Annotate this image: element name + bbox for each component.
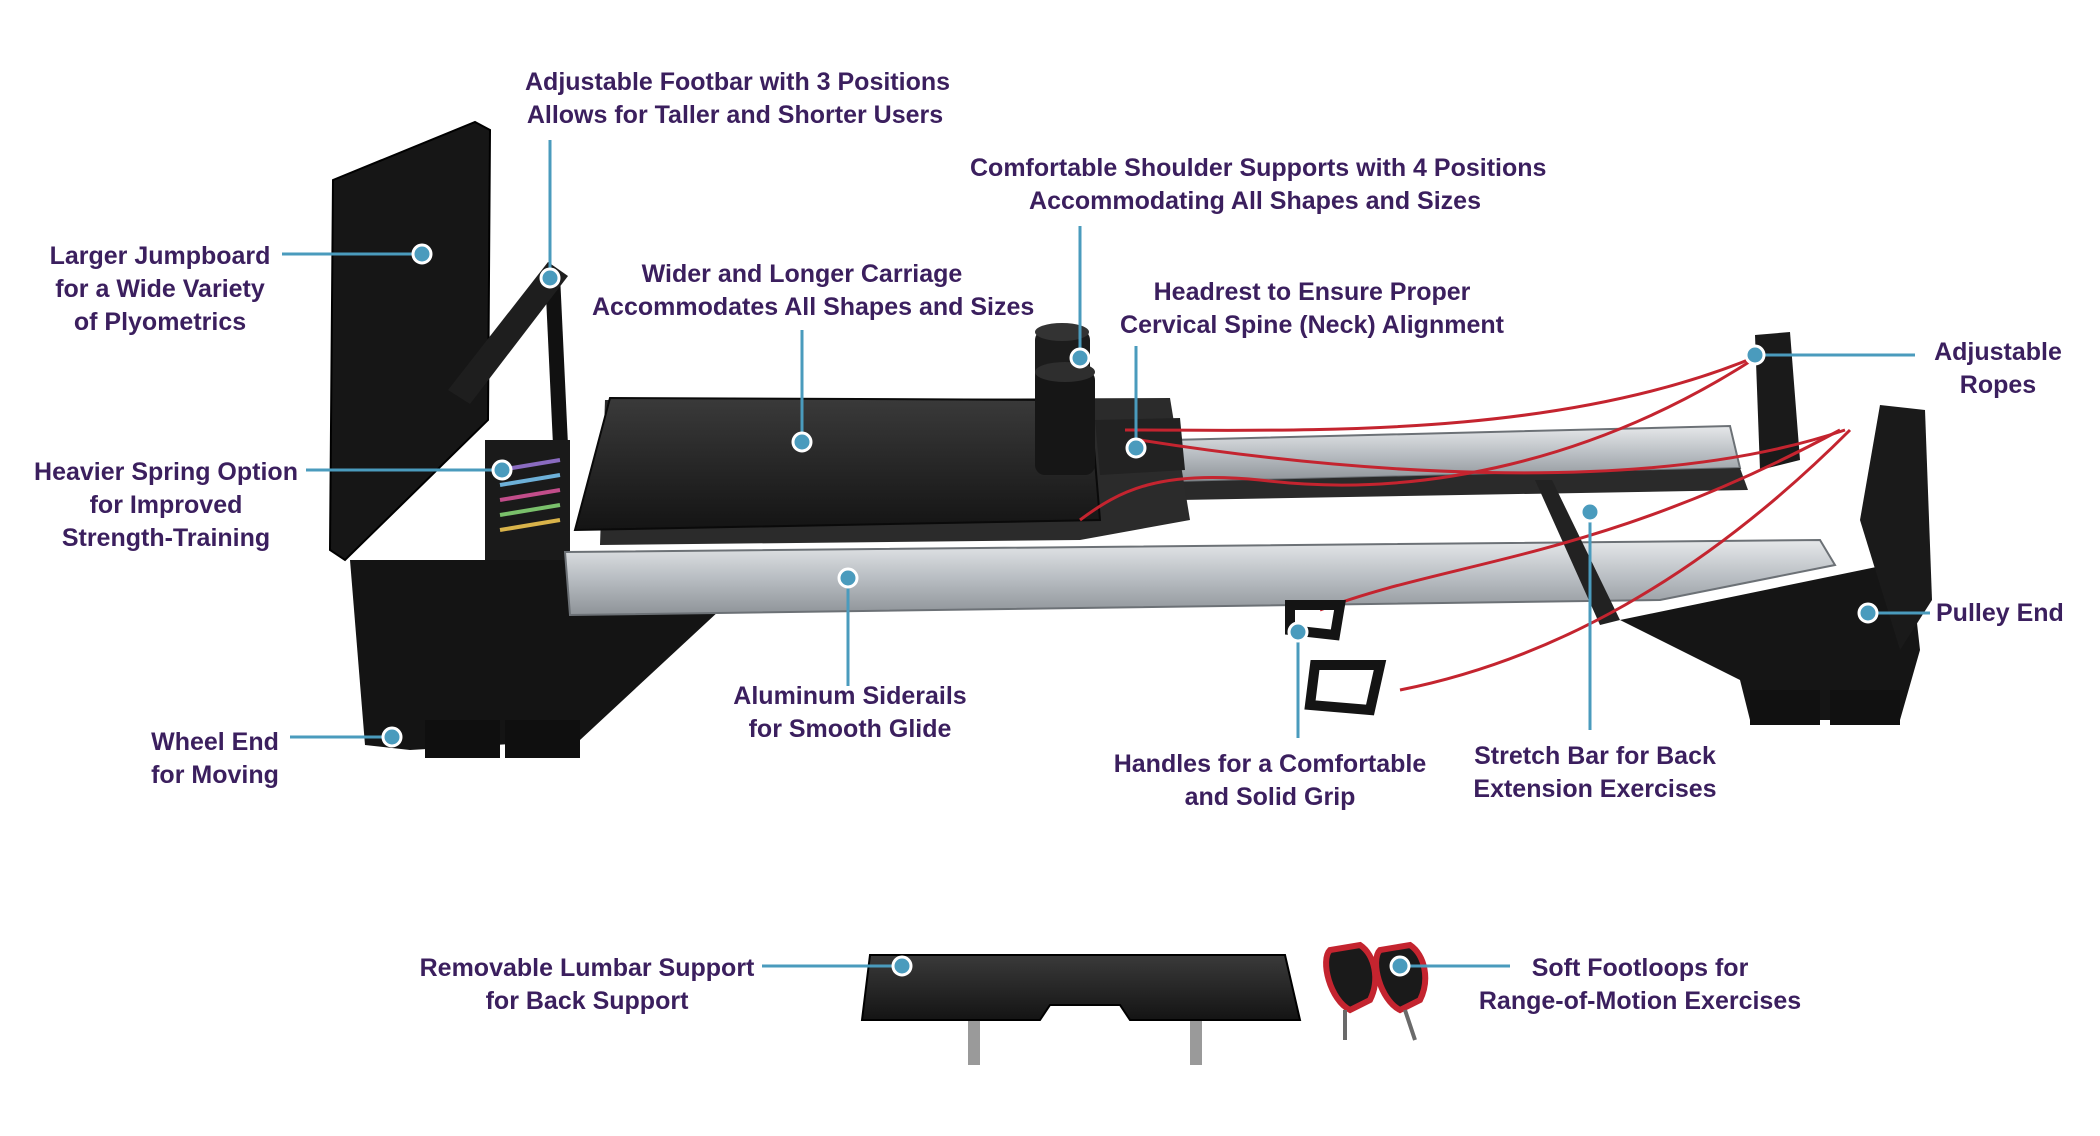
label-line: Ropes xyxy=(1959,371,2037,399)
pulley-end-block xyxy=(1620,560,1920,720)
pulley-foot-right xyxy=(1830,690,1900,725)
label-jumpboard: Larger Jumpboard for a Wide Variety of P… xyxy=(40,240,280,339)
shoulder-block-near xyxy=(1035,370,1095,475)
label-wheel-end: Wheel End for Moving xyxy=(130,726,300,792)
label-line: Pulley End xyxy=(1936,599,2064,627)
far-frame xyxy=(1172,468,1748,500)
label-line: Stretch Bar for Back xyxy=(1474,742,1716,770)
label-line: of Plyometrics xyxy=(73,308,247,336)
label-line: Adjustable Footbar with 3 Positions xyxy=(525,68,951,96)
label-line: Larger Jumpboard xyxy=(49,242,271,270)
dot-shoulder xyxy=(1069,347,1091,369)
label-line: Headrest to Ensure Proper xyxy=(1153,278,1471,306)
label-line: Heavier Spring Option xyxy=(34,458,298,486)
label-line: Aluminum Siderails xyxy=(733,682,967,710)
label-line: Cervical Spine (Neck) Alignment xyxy=(1120,311,1504,339)
dot-lumbar xyxy=(891,955,913,977)
label-handles: Handles for a Comfortable and Solid Grip xyxy=(1080,748,1460,814)
dot-footloops xyxy=(1389,955,1411,977)
label-line: Accommodates All Shapes and Sizes xyxy=(592,293,1035,321)
reformer-machine xyxy=(328,120,1932,758)
footbar-post xyxy=(545,275,568,445)
dot-siderails xyxy=(837,567,859,589)
ropes xyxy=(1079,353,1852,692)
dot-handles xyxy=(1287,621,1309,643)
label-ropes: Adjustable Ropes xyxy=(1918,336,2078,402)
label-line: Wheel End xyxy=(151,728,279,756)
pulley-upright-near xyxy=(1860,405,1932,650)
dot-footbar xyxy=(539,267,561,289)
label-stretch-bar: Stretch Bar for Back Extension Exercises xyxy=(1460,740,1730,806)
label-line: for a Wide Variety xyxy=(55,275,265,303)
label-siderails: Aluminum Siderails for Smooth Glide xyxy=(700,680,1000,746)
label-line: and Solid Grip xyxy=(1184,783,1356,811)
dot-jumpboard xyxy=(411,243,433,265)
label-line: Accommodating All Shapes and Sizes xyxy=(1029,187,1481,215)
footloops xyxy=(1323,941,1429,1041)
label-carriage: Wider and Longer Carriage Accommodates A… xyxy=(592,258,1035,324)
label-line: Extension Exercises xyxy=(1473,775,1717,803)
label-footbar: Adjustable Footbar with 3 Positions Allo… xyxy=(525,66,951,132)
pulley-foot-left xyxy=(1750,690,1820,725)
label-line: Range-of-Motion Exercises xyxy=(1478,987,1802,1015)
label-line: Wider and Longer Carriage xyxy=(641,260,963,288)
wheel-foot-left xyxy=(425,720,500,758)
label-spring: Heavier Spring Option for Improved Stren… xyxy=(30,456,302,555)
label-line: for Smooth Glide xyxy=(748,715,952,743)
label-line: Soft Footloops for xyxy=(1531,954,1749,982)
label-line: Comfortable Shoulder Supports with 4 Pos… xyxy=(970,154,1547,182)
dot-headrest xyxy=(1125,437,1147,459)
wheel-foot-right xyxy=(505,720,580,758)
leader-lines xyxy=(282,140,1930,968)
label-shoulder-supports: Comfortable Shoulder Supports with 4 Pos… xyxy=(970,152,1547,218)
dot-stretchbar xyxy=(1579,501,1601,523)
label-line: for Improved xyxy=(89,491,243,519)
pulley-upright-far xyxy=(1755,332,1800,470)
label-line: Allows for Taller and Shorter Users xyxy=(526,101,944,129)
carriage-pad xyxy=(573,396,1102,532)
handles xyxy=(1285,600,1387,716)
spring-bank xyxy=(485,440,570,560)
label-headrest: Headrest to Ensure Proper Cervical Spine… xyxy=(1112,276,1512,342)
label-line: for Moving xyxy=(151,761,279,789)
springs xyxy=(499,458,561,532)
label-lumbar: Removable Lumbar Support for Back Suppor… xyxy=(412,952,762,1018)
footbar xyxy=(448,262,568,404)
dot-wheel xyxy=(381,726,403,748)
label-footloops: Soft Footloops for Range-of-Motion Exerc… xyxy=(1475,952,1805,1018)
label-line: Adjustable xyxy=(1934,338,2062,366)
jumpboard xyxy=(328,120,492,562)
label-line: Handles for a Comfortable xyxy=(1113,750,1427,778)
dot-carriage xyxy=(791,431,813,453)
dot-spring xyxy=(491,459,513,481)
stretch-bar xyxy=(1535,480,1620,625)
near-siderail xyxy=(563,538,1837,617)
dot-pulley xyxy=(1857,602,1879,624)
lumbar-support xyxy=(860,954,1302,1065)
label-line: Strength-Training xyxy=(61,524,271,552)
label-pulley-end: Pulley End xyxy=(1936,597,2086,630)
dot-ropes xyxy=(1744,344,1766,366)
label-line: Removable Lumbar Support xyxy=(419,954,755,982)
label-line: for Back Support xyxy=(485,987,689,1015)
leader-dots xyxy=(381,243,1879,977)
